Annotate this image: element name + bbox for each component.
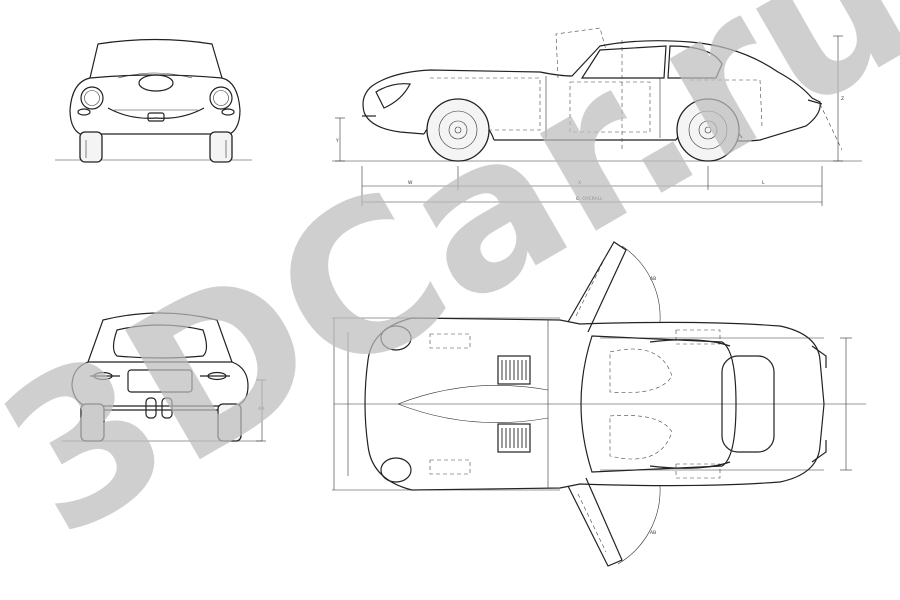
- front-view: [55, 38, 252, 163]
- watermark-text: 3DCar.ru: [0, 0, 900, 582]
- bonnet-louvres: [497, 355, 531, 453]
- top-view: AB AB: [332, 241, 866, 567]
- side-height-z-label: Z: [841, 96, 844, 102]
- watermark: 3DCar.ru: [0, 0, 900, 582]
- dim-w-label: W: [408, 180, 413, 186]
- side-height-y-label: Y: [335, 138, 339, 144]
- rear-height-label: AA: [258, 406, 265, 412]
- dim-x-label: X: [578, 180, 581, 186]
- dim-overall-label: O. OVERALL: [576, 196, 603, 202]
- side-view: Y Z W X L O. OVERALL: [332, 27, 862, 206]
- door-swing-label-top: AB: [650, 276, 656, 282]
- door-swing-label-bottom: AB: [650, 530, 656, 536]
- dim-l-label: L: [762, 180, 765, 186]
- rear-view: AA: [62, 312, 266, 442]
